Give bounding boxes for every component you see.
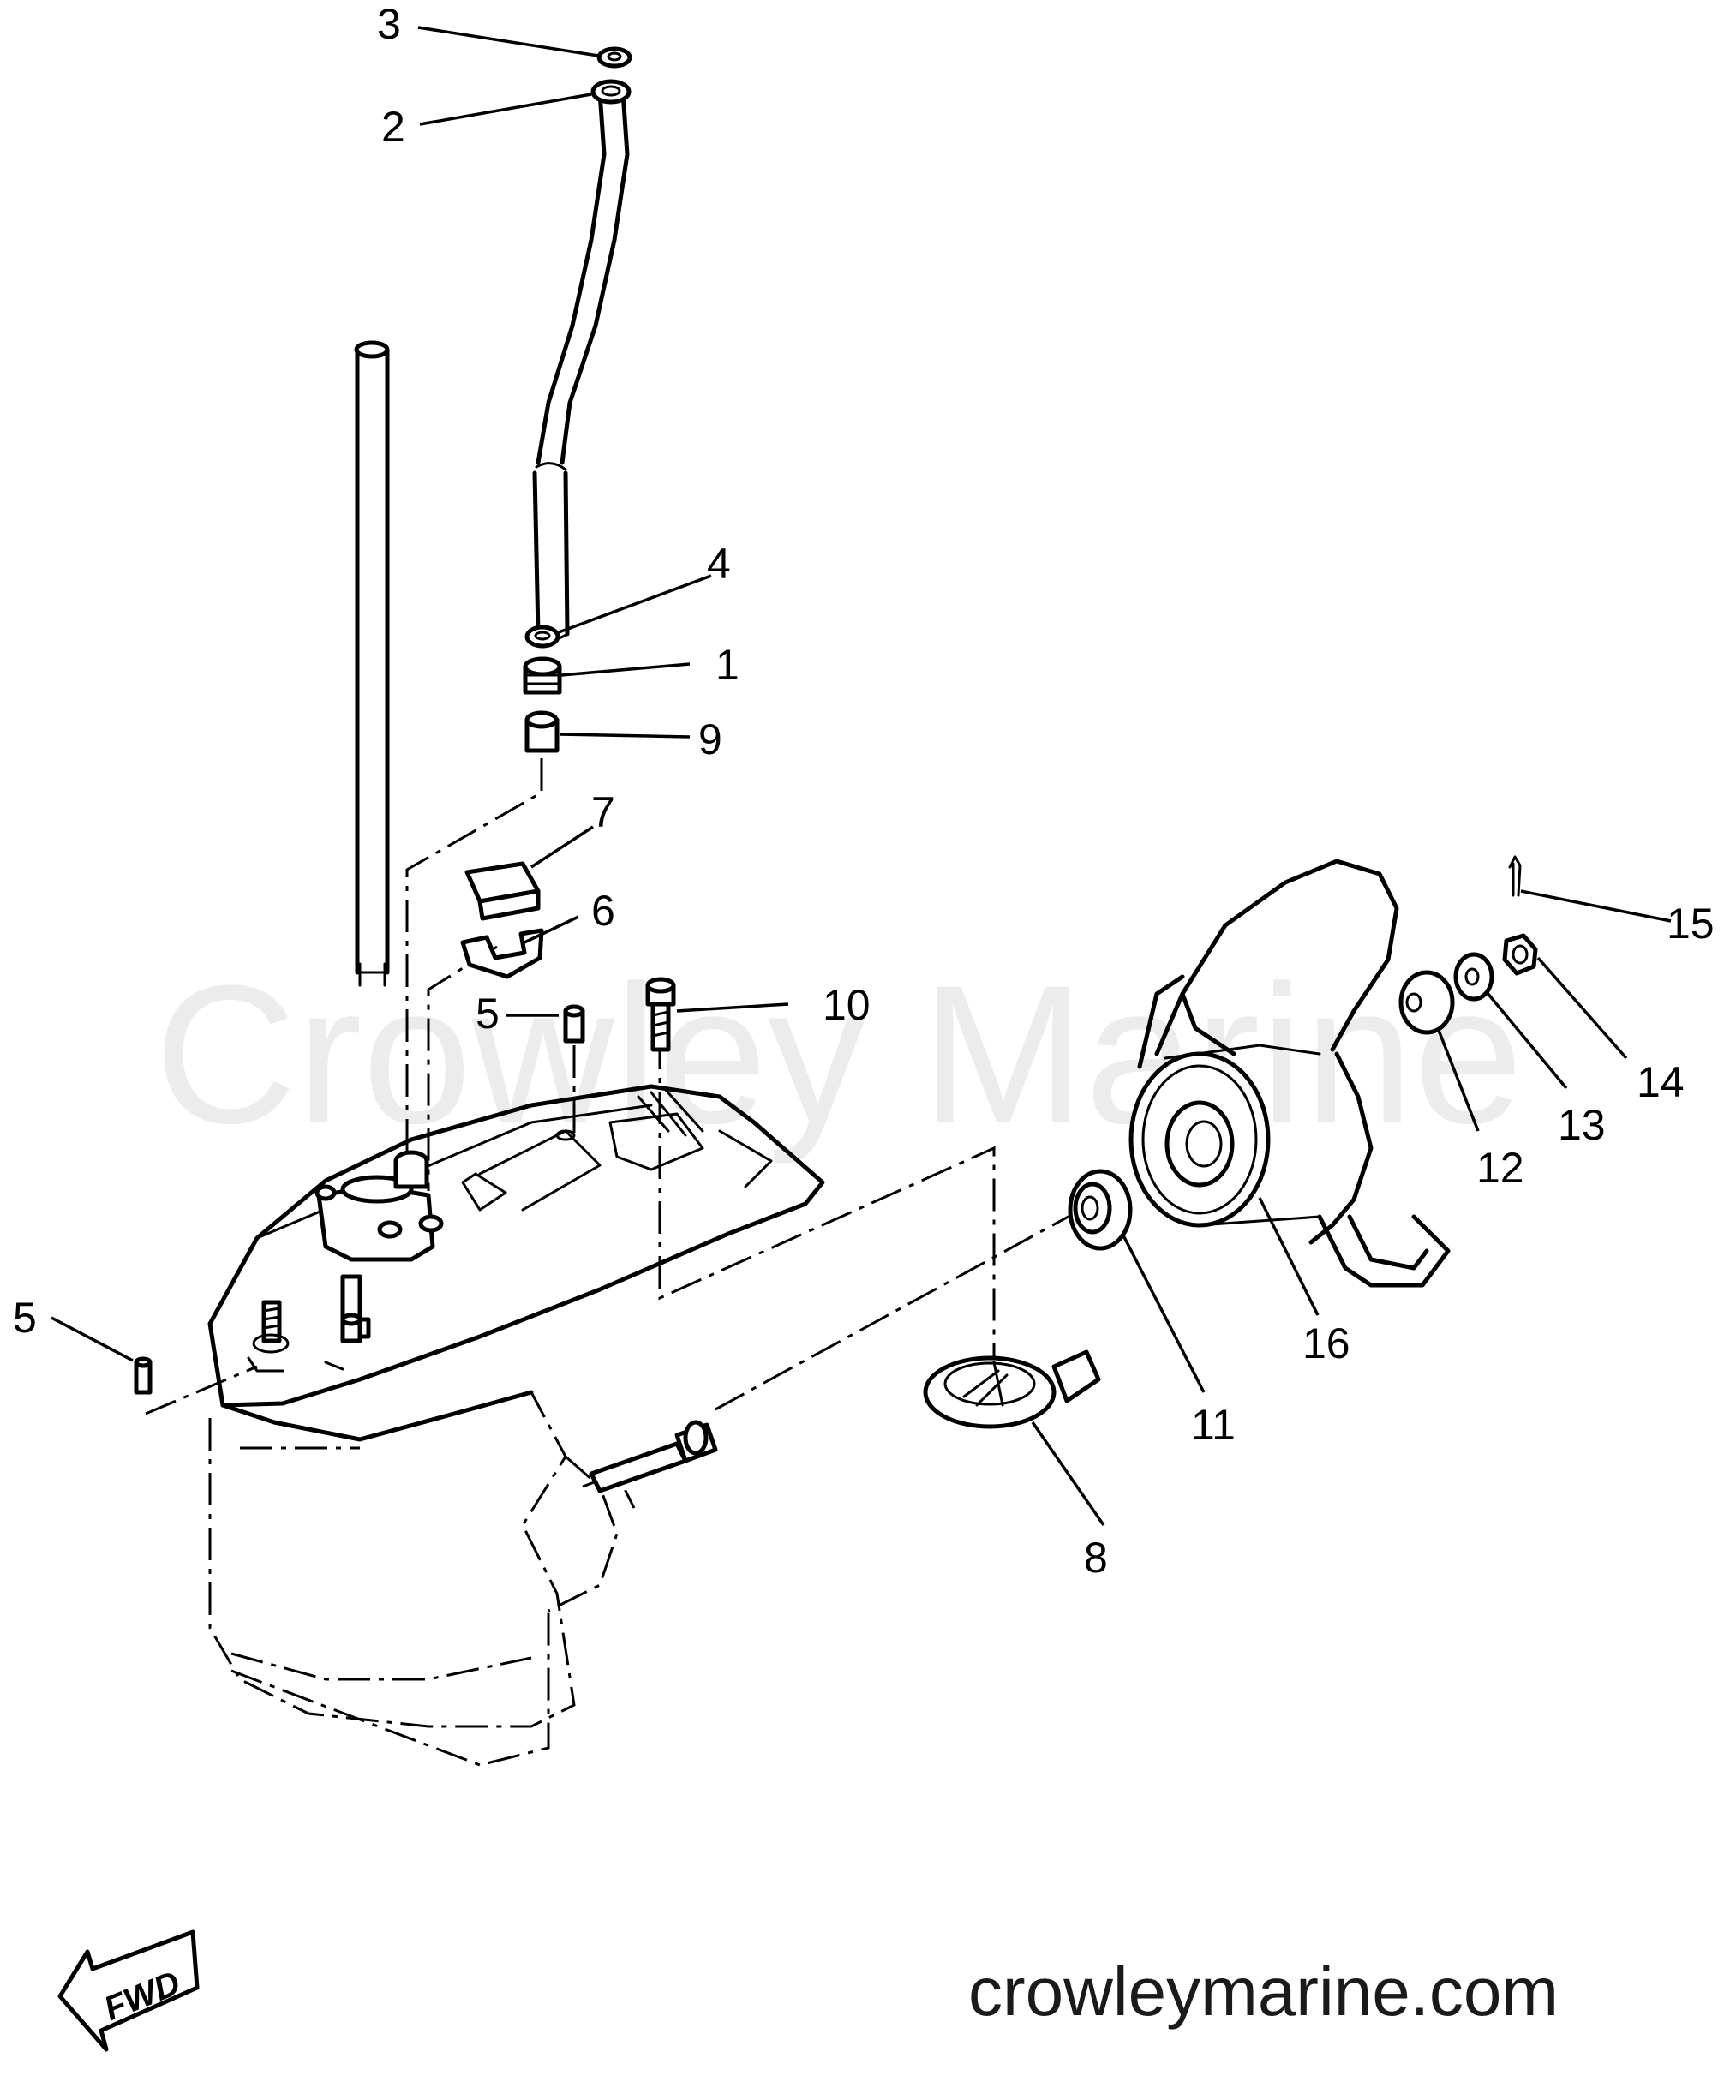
- callout-13: 13: [1558, 1101, 1606, 1149]
- water-tube: [532, 90, 630, 641]
- part-4-grommet: [524, 625, 560, 649]
- callout-1: 1: [715, 641, 739, 689]
- part-6-plate: [460, 928, 544, 979]
- gear-case: [207, 1084, 825, 1442]
- callout-labels: 3 2 4 1 9 7 6 5 10 5 15 14 13 12 16 11 8: [13, 0, 1715, 1582]
- callout-11: 11: [1191, 1401, 1236, 1449]
- callout-14: 14: [1637, 1058, 1685, 1106]
- part-9-bolt: [645, 977, 676, 1052]
- site-url: crowleymarine.com: [968, 1953, 1559, 2030]
- part-5-pin-lower: [134, 1356, 153, 1395]
- leader-lines: [51, 26, 1672, 1526]
- part-11-thrust-washer: [1068, 1169, 1133, 1251]
- assembly-line-tube: [405, 758, 543, 1182]
- forward-arrow: FWD: [57, 1929, 200, 2052]
- callout-5-lower: 5: [13, 1294, 37, 1342]
- callout-5-upper: 5: [476, 990, 500, 1038]
- callout-3: 3: [377, 0, 401, 48]
- propeller-shaft: [589, 1420, 718, 1493]
- part-7-cover: [464, 861, 541, 921]
- part-13-washer: [1453, 952, 1494, 1002]
- forward-arrow-label: FWD: [99, 1964, 185, 2028]
- callout-9: 10: [823, 981, 871, 1029]
- callout-12: 12: [1476, 1144, 1524, 1192]
- assembly-line-pin-left: [145, 1365, 258, 1415]
- part-1-spring-seal: [523, 656, 562, 695]
- part-2-seal: [590, 79, 632, 105]
- drive-shaft: [354, 340, 390, 987]
- assembly-line-anode: [715, 1206, 1085, 1411]
- callout-10: 9: [698, 715, 722, 763]
- part-5-pin-upper: [563, 1004, 585, 1044]
- part-8-anode: [923, 1349, 1101, 1429]
- callout-16: 16: [1302, 1319, 1350, 1367]
- callout-15: 15: [1667, 900, 1715, 948]
- callout-7: 7: [591, 788, 615, 836]
- part-16-propeller: [1128, 859, 1451, 1288]
- part-12-spacer: [1398, 970, 1455, 1035]
- callout-6: 6: [591, 887, 615, 935]
- part-3-grommet: [596, 46, 632, 69]
- assembly-line-bolt: [658, 1037, 996, 1362]
- callout-4: 4: [707, 540, 731, 588]
- part-15-cotter-pin: [1508, 855, 1522, 897]
- watermark: Crowley Marine: [154, 944, 1523, 1164]
- part-10-collar: [524, 710, 560, 753]
- callout-8: 8: [1084, 1534, 1108, 1582]
- part-14-nut: [1502, 933, 1538, 976]
- gear-case-lower: [208, 1391, 636, 1767]
- callout-2: 2: [381, 103, 405, 151]
